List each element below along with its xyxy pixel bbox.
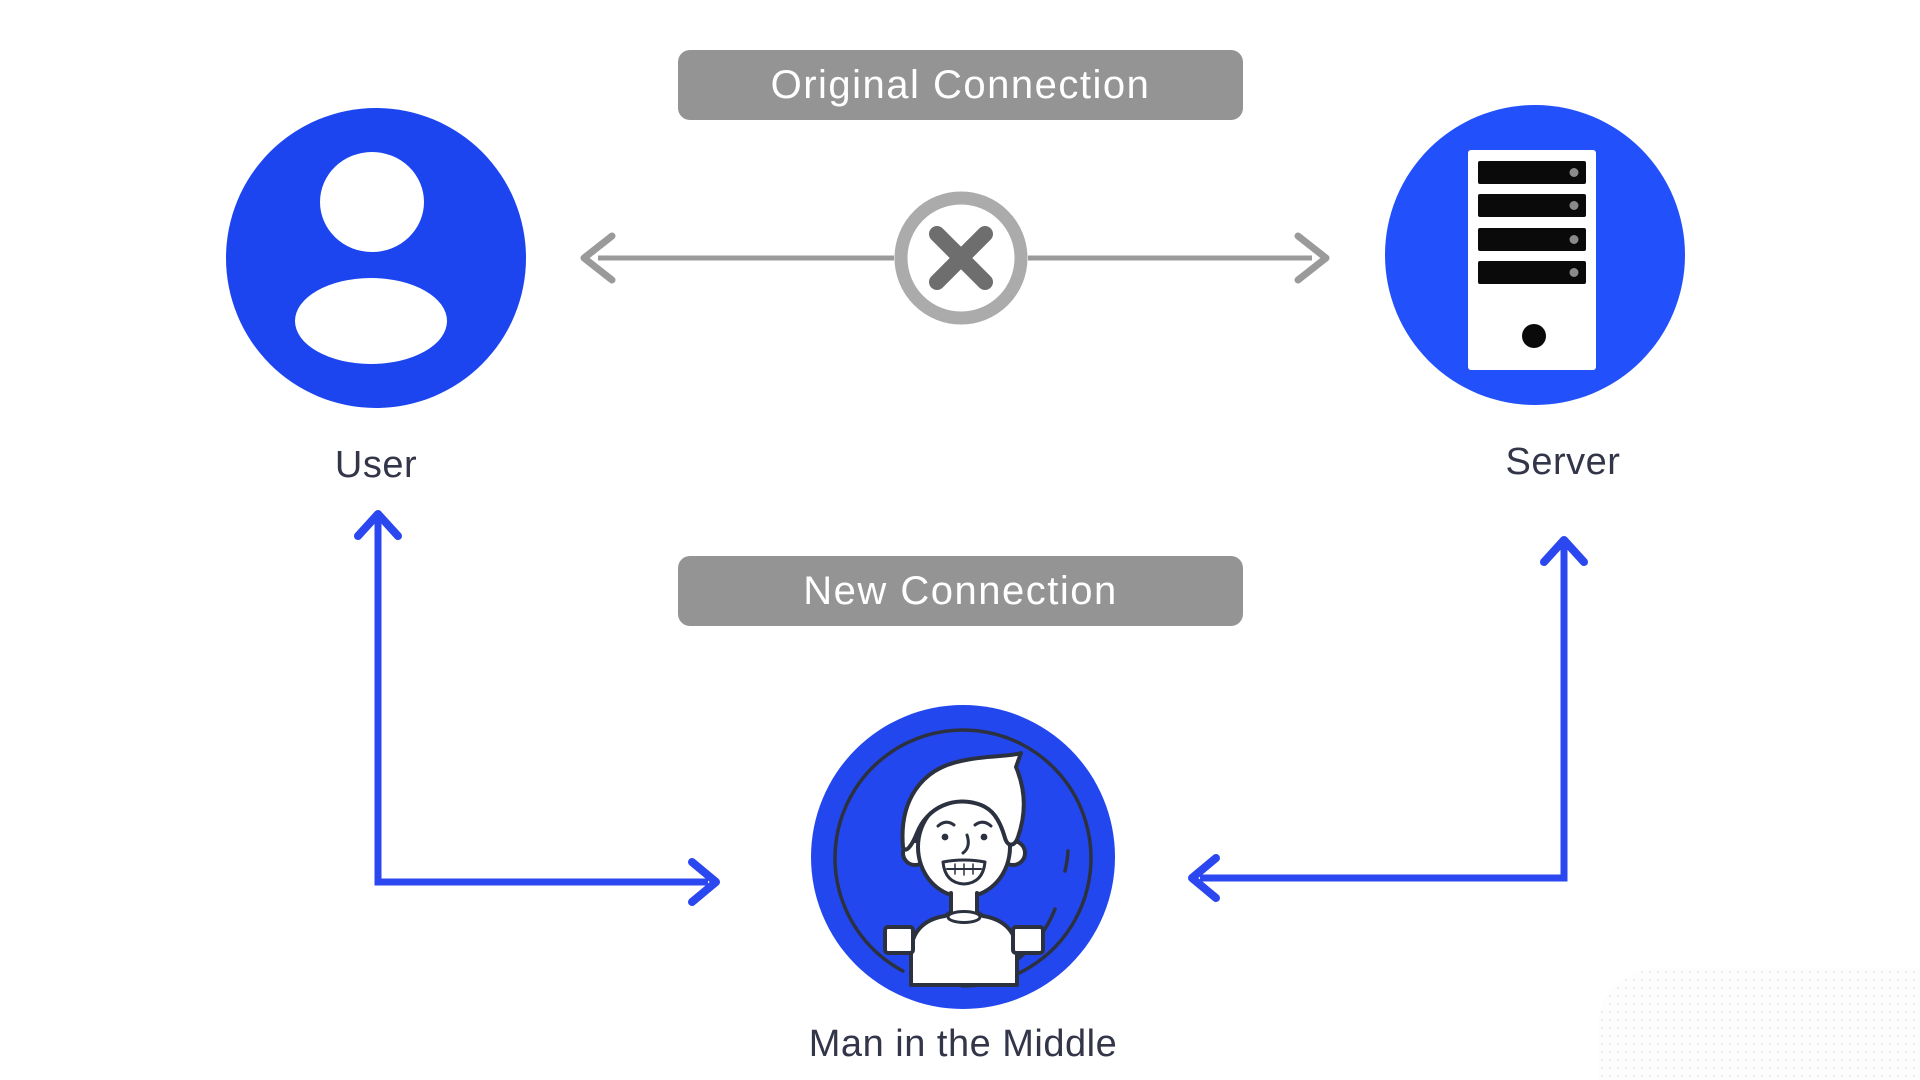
original-connection-badge: Original Connection	[678, 50, 1243, 120]
mitm-node: Man in the Middle	[809, 705, 1117, 1065]
user-label: User	[334, 444, 418, 486]
server-label: Server	[1505, 441, 1621, 483]
background-watermark	[1598, 968, 1920, 1080]
server-node: Server	[1385, 105, 1685, 483]
original-connection-label: Original Connection	[770, 62, 1151, 107]
server-icon	[1385, 105, 1685, 405]
server-to-mitm-arrow	[1188, 536, 1588, 902]
user-to-mitm-arrow	[354, 510, 720, 906]
mitm-label: Man in the Middle	[808, 1023, 1118, 1065]
original-connection-arrow	[580, 232, 1330, 284]
new-connection-badge: New Connection	[678, 556, 1243, 626]
mitm-avatar-icon	[811, 705, 1115, 1009]
new-connection-label: New Connection	[803, 568, 1118, 613]
user-node: User	[226, 108, 526, 486]
user-icon	[226, 108, 526, 408]
blocked-x-icon	[894, 191, 1028, 325]
